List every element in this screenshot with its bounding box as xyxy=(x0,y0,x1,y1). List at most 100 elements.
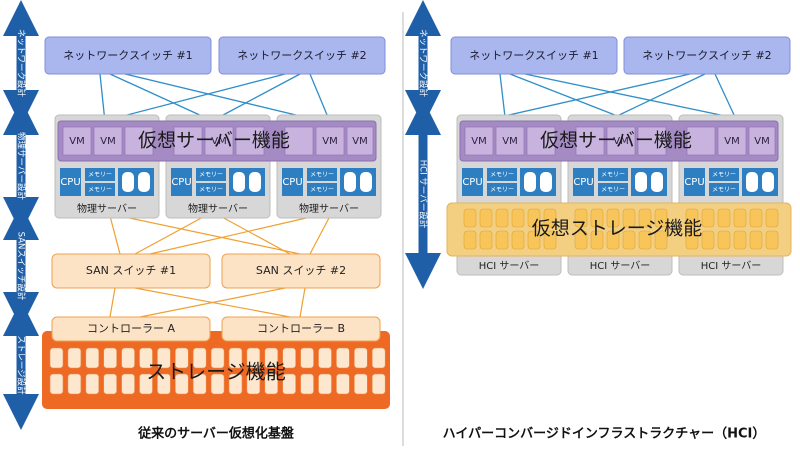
disk-icon xyxy=(121,373,135,395)
disk-icon xyxy=(336,373,350,395)
disk-icon xyxy=(228,373,243,395)
physical-server-label: 物理サーバー xyxy=(299,202,359,215)
cpu-label: CPU xyxy=(60,177,80,188)
disk-icon xyxy=(157,373,171,395)
disk-icon xyxy=(685,230,699,250)
right-caption: ハイパーコンバージドインフラストラクチャー（HCI） xyxy=(443,426,766,442)
memory-label: メモリー xyxy=(601,172,625,179)
left-layer-san-label: SANスイッチ設計 xyxy=(16,232,27,301)
disk-icon xyxy=(85,347,100,369)
left-panel: ネットワーク設計 物理サーバー設計 SANスイッチ設計 ストレージ設計 ネットワ… xyxy=(3,0,390,442)
disk-icon xyxy=(318,373,332,395)
disk-icon xyxy=(336,347,350,369)
vm-label: VM xyxy=(211,136,226,147)
disk-icon xyxy=(210,373,225,395)
right-layer-hci-label: HCI サーバー設計 xyxy=(418,160,429,229)
left-storage-title: ストレージ機能 xyxy=(146,360,286,384)
disk-icon xyxy=(749,230,763,250)
right-network-switch-1 xyxy=(450,36,618,75)
left-san-switch-1 xyxy=(51,253,211,289)
disk-icon xyxy=(371,373,386,395)
left-network-switch-1-label: ネットワークスイッチ #1 xyxy=(63,49,192,62)
left-controller-b-label: コントローラー B xyxy=(257,322,345,335)
hci-server-label: HCI サーバー xyxy=(479,260,540,272)
disk-icon xyxy=(264,373,279,395)
disk-icon xyxy=(353,347,368,369)
disk-icon xyxy=(175,347,189,369)
right-network-switch-2 xyxy=(623,36,791,75)
disk-icon xyxy=(371,347,386,369)
right-virtual-server-band: VM VM VM VM VM 仮想サーバー機能 xyxy=(459,120,779,162)
hci-server-label: HCI サーバー xyxy=(590,260,651,272)
disk-icon xyxy=(527,208,541,228)
memory-label: メモリー xyxy=(490,172,514,179)
left-controller-a xyxy=(51,316,211,342)
disk-icon xyxy=(606,208,620,228)
vm-label: VM xyxy=(69,136,84,147)
disk-icon xyxy=(67,347,82,369)
disk-icon xyxy=(574,208,588,228)
right-virtual-storage-title: 仮想ストレージ機能 xyxy=(532,218,703,240)
disk-icon xyxy=(495,230,509,250)
disk-icon xyxy=(685,208,699,228)
left-san-switch-2-label: SAN スイッチ #2 xyxy=(256,264,346,277)
left-layer-arrows: ネットワーク設計 物理サーバー設計 SANスイッチ設計 ストレージ設計 xyxy=(3,0,39,430)
disk-icon xyxy=(282,373,297,395)
disk-icon xyxy=(139,373,153,395)
memory-label: メモリー xyxy=(88,187,112,194)
disk-icon xyxy=(733,230,747,250)
left-caption: 従来のサーバー仮想化基盤 xyxy=(137,426,295,442)
cpu-label: CPU xyxy=(171,177,191,188)
disk-icon xyxy=(175,373,189,395)
memory-label: メモリー xyxy=(712,172,736,179)
disk-icon xyxy=(192,373,207,395)
right-layer-arrows: ネットワーク設計 HCI サーバー設計 xyxy=(405,0,441,289)
vm-label: VM xyxy=(613,136,628,147)
right-network-links xyxy=(499,73,736,118)
disk-icon xyxy=(622,230,636,250)
cpu-label: CPU xyxy=(462,177,482,188)
cpu-label: CPU xyxy=(282,177,302,188)
memory-label: メモリー xyxy=(712,187,736,194)
left-layer-server-label: 物理サーバー設計 xyxy=(16,132,27,200)
disk-icon xyxy=(103,373,117,395)
disk-icon xyxy=(246,347,261,369)
disk-icon xyxy=(590,230,604,250)
disk-icon xyxy=(246,373,261,395)
left-layer-storage-label: ストレージ設計 xyxy=(16,335,27,395)
disk-icon xyxy=(300,347,314,369)
physical-server-label: 物理サーバー xyxy=(77,202,137,215)
vm-label: VM xyxy=(352,136,367,147)
disk-icon xyxy=(479,230,493,250)
disk-icon xyxy=(264,347,279,369)
disk-icon xyxy=(353,373,368,395)
cpu-label: CPU xyxy=(573,177,593,188)
physical-server-label: 物理サーバー xyxy=(188,202,248,215)
disk-icon xyxy=(49,373,64,395)
disk-icon xyxy=(527,230,541,250)
disk-icon xyxy=(463,230,477,250)
disk-icon xyxy=(103,347,117,369)
left-network-switch-1 xyxy=(44,36,212,75)
memory-label: メモリー xyxy=(88,172,112,179)
disk-icon xyxy=(511,230,525,250)
disk-icon xyxy=(318,347,332,369)
disk-icon xyxy=(606,230,620,250)
disk-icon xyxy=(717,230,731,250)
vm-label: VM xyxy=(502,136,517,147)
disk-icon xyxy=(654,208,668,228)
right-network-switch-2-label: ネットワークスイッチ #2 xyxy=(642,49,771,62)
vm-label: VM xyxy=(471,136,486,147)
left-network-switch-2 xyxy=(218,36,386,75)
disk-icon xyxy=(49,347,64,369)
right-virtual-storage-disks xyxy=(463,208,779,250)
memory-label: メモリー xyxy=(490,187,514,194)
left-controller-a-label: コントローラー A xyxy=(87,322,175,335)
left-network-links xyxy=(99,73,331,123)
disk-icon xyxy=(463,208,477,228)
disk-icon xyxy=(749,208,763,228)
memory-label: メモリー xyxy=(310,172,334,179)
left-virtual-server-title: 仮想サーバー機能 xyxy=(138,130,290,152)
vm-label: VM xyxy=(724,136,739,147)
